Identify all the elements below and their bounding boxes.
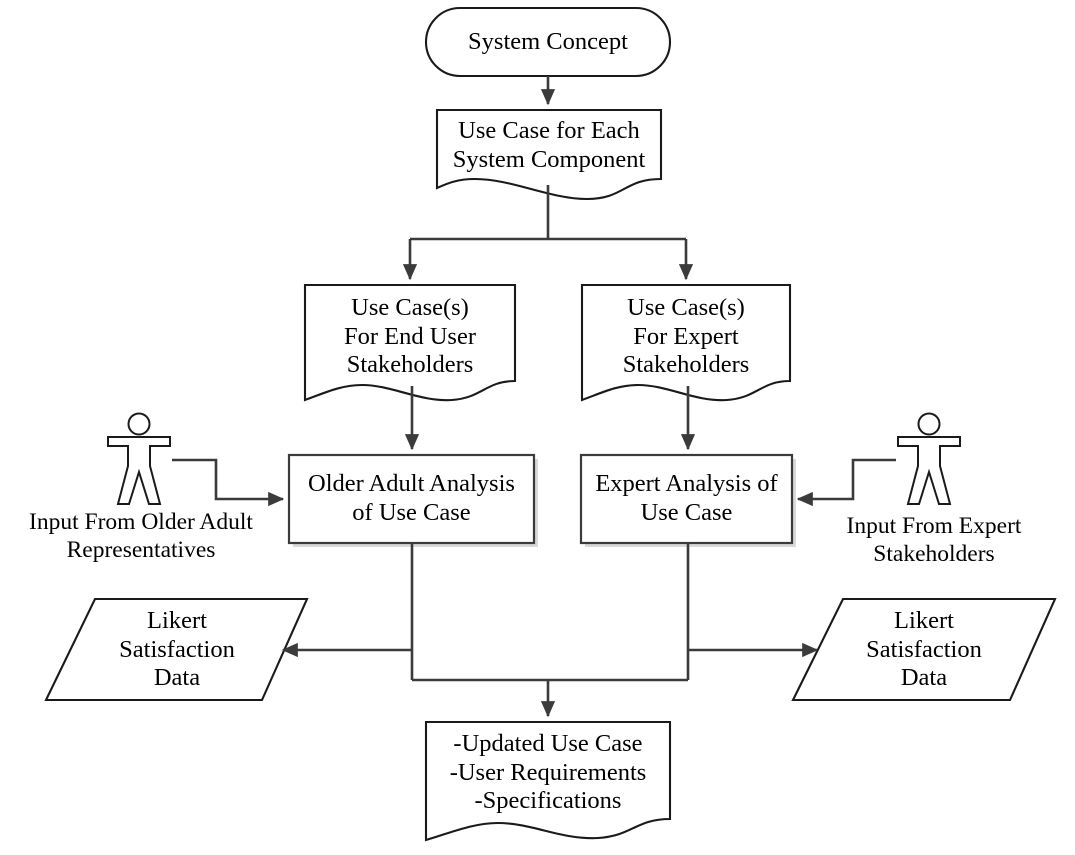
node-older-adult-analysis-shape xyxy=(287,453,536,545)
node-use-case-expert-shape xyxy=(580,283,792,402)
node-use-case-each-component-shape xyxy=(435,108,663,201)
node-outputs-shape xyxy=(424,720,672,842)
edge-expert-actor-to-analysis xyxy=(796,458,896,507)
stick-figure-icon-older-adult xyxy=(107,412,171,505)
edge-older-adult-actor-to-analysis xyxy=(172,458,285,507)
node-system-concept-shape xyxy=(424,6,672,78)
node-expert-analysis-shape xyxy=(579,453,794,545)
node-likert-left-shape xyxy=(44,597,309,702)
stick-figure-icon-expert xyxy=(897,412,961,505)
node-likert-right-shape xyxy=(791,597,1057,702)
node-use-case-end-user-shape xyxy=(303,283,517,402)
